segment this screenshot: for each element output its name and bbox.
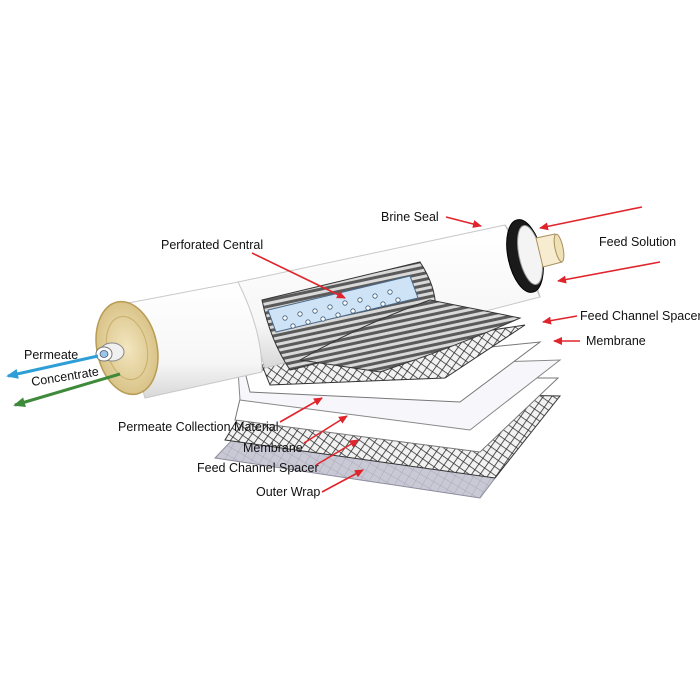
perforated-central-tube <box>267 275 419 333</box>
peeling-layer <box>298 299 522 373</box>
feed-channel-spacer-bottom-pointer <box>315 439 359 466</box>
concentrate-arrow <box>13 372 121 407</box>
membrane-bottom-pointer <box>303 415 348 444</box>
outer-wrap-pointer <box>321 469 364 493</box>
brine-seal-pointer <box>445 216 482 228</box>
permeate-arrow <box>6 354 99 379</box>
unrolled-layers <box>213 324 562 499</box>
membrane-element <box>95 219 565 399</box>
label-brine-seal: Brine Seal <box>381 210 439 224</box>
permeate-tube-end <box>95 342 125 362</box>
label-membrane-top: Membrane <box>586 334 646 348</box>
label-outer-wrap: Outer Wrap <box>256 485 320 499</box>
permeate-collection-pointer <box>279 397 323 423</box>
feed-channel-spacer-top-pointer <box>542 315 578 325</box>
label-feed-channel-spacer-bottom: Feed Channel Spacer <box>197 461 319 475</box>
feed-tube-end <box>553 233 565 263</box>
feed-solution-arrow-lower <box>557 261 661 284</box>
label-permeate-collection-material: Permeate Collection Material <box>118 420 279 434</box>
label-permeate: Permeate <box>24 348 78 362</box>
perforated-central-pointer <box>251 252 346 299</box>
label-perforated-central: Perforated Central <box>161 238 263 252</box>
label-feed-solution: Feed Solution <box>599 235 676 249</box>
label-feed-channel-spacer-top: Feed Channel Spacer <box>580 309 700 323</box>
feed-solution-arrow-upper <box>539 206 643 231</box>
label-membrane-bottom: Membrane <box>243 441 303 455</box>
